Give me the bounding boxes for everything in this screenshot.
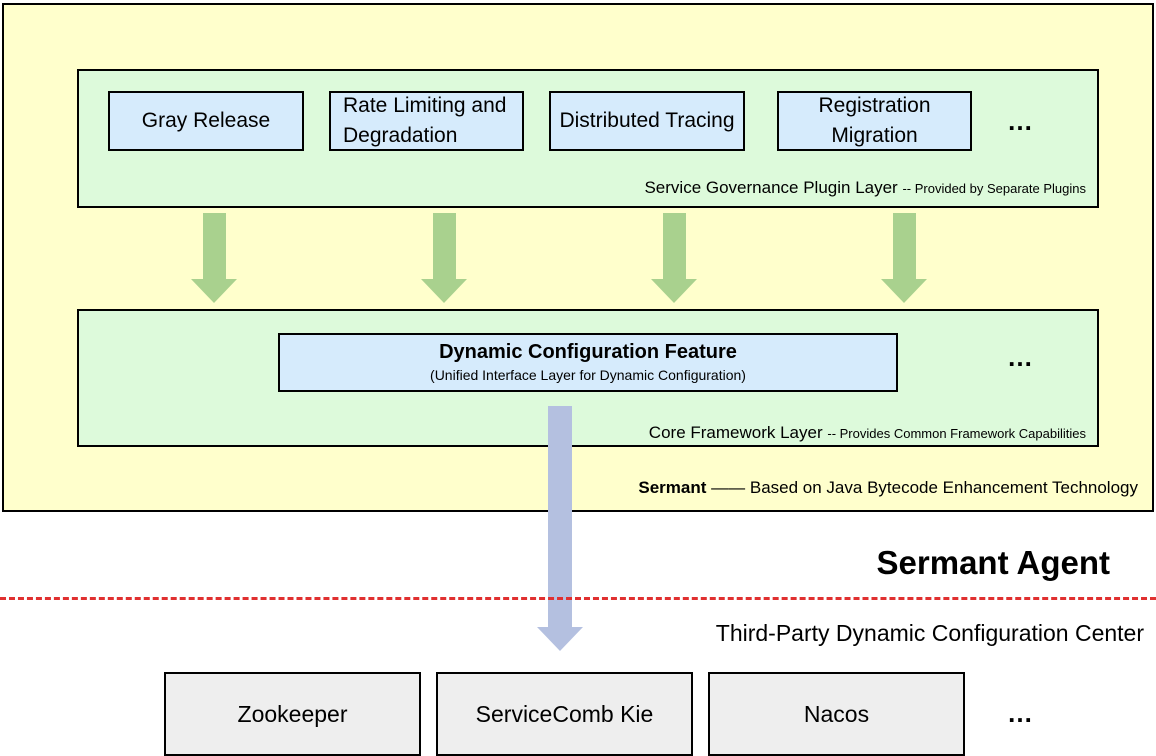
dynamic-configuration-feature: Dynamic Configuration Feature (Unified I…	[278, 333, 898, 392]
plugin-gray-release: Gray Release	[108, 91, 304, 151]
green-arrow-4	[881, 213, 927, 303]
core-ellipsis: …	[1007, 342, 1034, 372]
green-arrow-3	[651, 213, 697, 303]
green-arrow-2	[421, 213, 467, 303]
sermant-agent-title: Sermant Agent	[876, 544, 1110, 581]
blue-arrow	[537, 406, 583, 651]
sermant-name: Sermant	[638, 478, 707, 497]
plugin-ellipsis: …	[1007, 106, 1034, 136]
sermant-caption: Sermant —— Based on Java Bytecode Enhanc…	[638, 478, 1138, 498]
config-center-ellipsis: …	[1007, 698, 1034, 728]
config-center-nacos: Nacos	[708, 672, 965, 756]
sermant-description: Based on Java Bytecode Enhancement Techn…	[749, 478, 1138, 497]
plugin-layer-caption-note: -- Provided by Separate Plugins	[902, 181, 1086, 196]
plugin-layer-caption: Service Governance Plugin Layer -- Provi…	[644, 178, 1086, 198]
agent-boundary-line	[0, 597, 1156, 600]
core-layer-caption: Core Framework Layer -- Provides Common …	[649, 423, 1086, 443]
plugin-rate-limiting: Rate Limiting and Degradation	[329, 91, 524, 151]
config-center-label: Third-Party Dynamic Configuration Center	[715, 620, 1144, 646]
feature-subtitle: (Unified Interface Layer for Dynamic Con…	[430, 367, 746, 384]
feature-title: Dynamic Configuration Feature	[439, 341, 737, 364]
sermant-separator: ——	[711, 478, 746, 497]
config-center-zookeeper: Zookeeper	[164, 672, 421, 756]
config-center-servicecomb-kie: ServiceComb Kie	[436, 672, 693, 756]
plugin-layer-caption-title: Service Governance Plugin Layer	[644, 178, 898, 197]
plugin-distributed-tracing: Distributed Tracing	[549, 91, 745, 151]
core-layer-caption-note: -- Provides Common Framework Capabilitie…	[827, 426, 1086, 441]
core-layer-caption-title: Core Framework Layer	[648, 423, 823, 442]
plugin-registration-migration: Registration Migration	[777, 91, 972, 151]
green-arrow-1	[191, 213, 237, 303]
